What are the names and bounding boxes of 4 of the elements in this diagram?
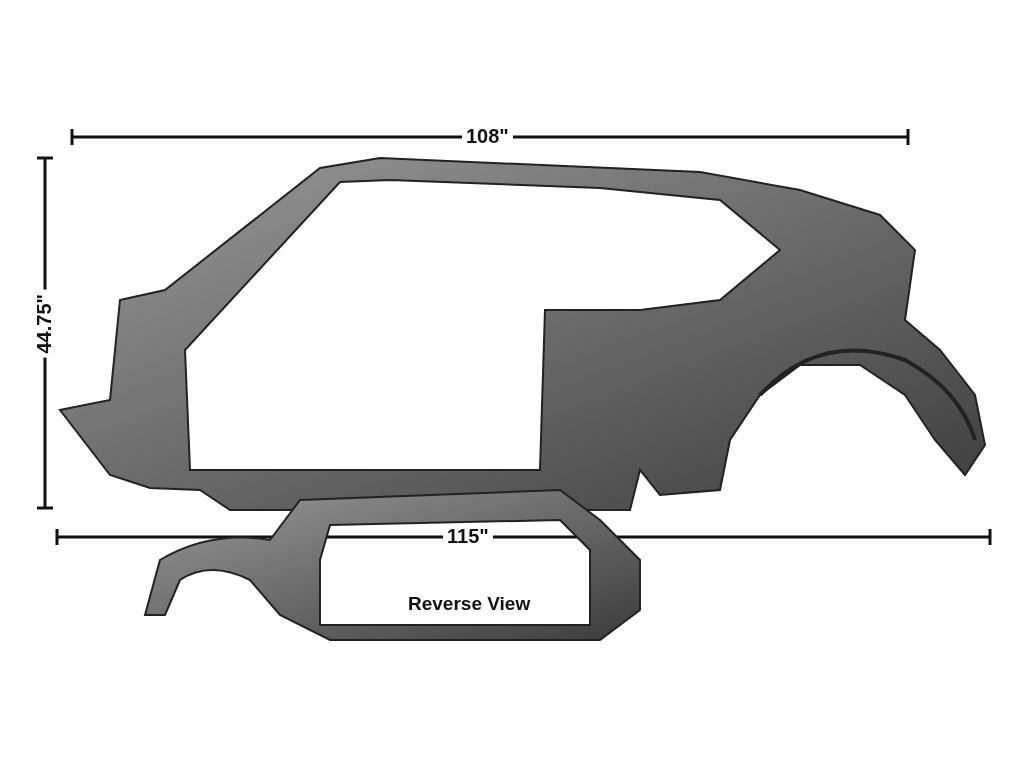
dimension-label: 108" (462, 126, 513, 146)
dimension-label: 115" (443, 526, 493, 546)
dimension-label: 44.75" (34, 290, 54, 358)
view-caption: Reverse View (408, 594, 531, 613)
